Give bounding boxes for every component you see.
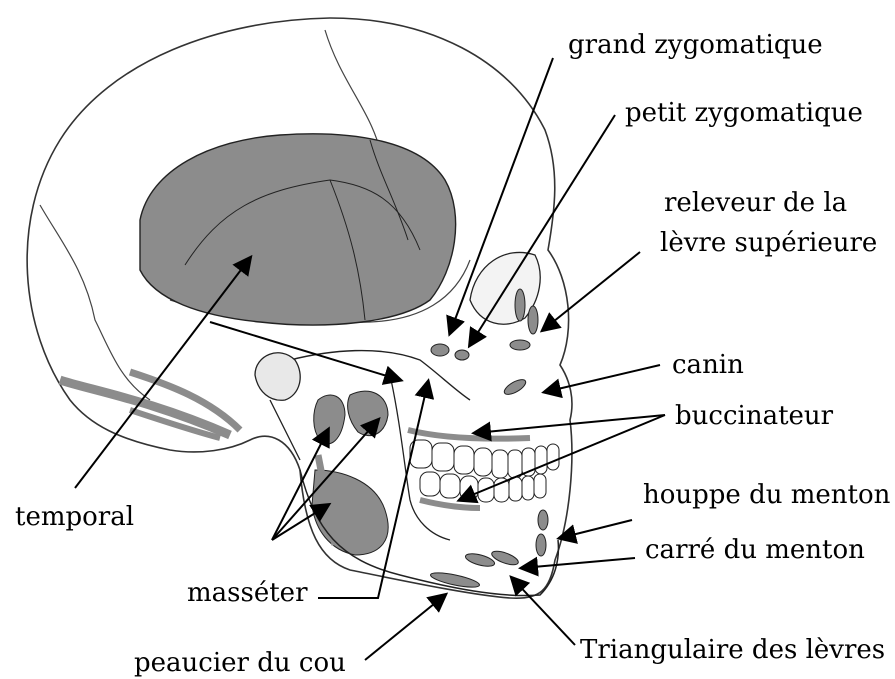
arrow-triangulaire [512,578,575,645]
arrow-releveur [543,252,640,330]
masseter-mid [348,391,388,436]
mentalis-insertion [464,551,496,568]
buccinator-lower-band [420,500,480,508]
label-grand-zygomatique: grand zygomatique [568,30,823,60]
label-petit-zygomatique: petit zygomatique [625,98,863,128]
label-releveur-line2: lèvre supérieure [660,228,877,258]
masseter-upper [314,395,345,444]
temporal-muscle [140,134,456,325]
label-masseter: masséter [187,578,308,608]
zygomatic-insertion-2 [455,350,469,360]
label-canin: canin [672,350,744,380]
zygomatic-insertion-1 [431,344,449,356]
minor-zygomatic-insertion [510,340,530,350]
label-peaucier: peaucier du cou [134,648,346,678]
levator-insertion-2 [528,306,538,334]
label-carre: carré du menton [645,535,865,565]
occipital-insertion-1 [60,380,230,435]
arrow-houppe [560,520,632,538]
label-houppe: houppe du menton [643,480,890,510]
label-temporal: temporal [15,502,134,532]
buccinator-band [408,430,530,439]
arrow-carre [522,558,635,568]
arrow-petit-zygomatique [470,115,615,345]
mastoid-process [270,400,300,460]
chin-insertion-2 [536,534,546,556]
canine-fossa [502,377,528,398]
zygomatic-arch [290,351,470,400]
levator-insertion-1 [515,289,525,321]
label-triangulaire: Triangulaire des lèvres [580,635,885,665]
external-ear-canal [255,353,300,400]
chin-insertion-1 [538,510,548,530]
label-buccinateur: buccinateur [675,401,833,431]
label-releveur-line1: releveur de la [664,188,847,218]
arrow-peaucier [365,595,445,660]
